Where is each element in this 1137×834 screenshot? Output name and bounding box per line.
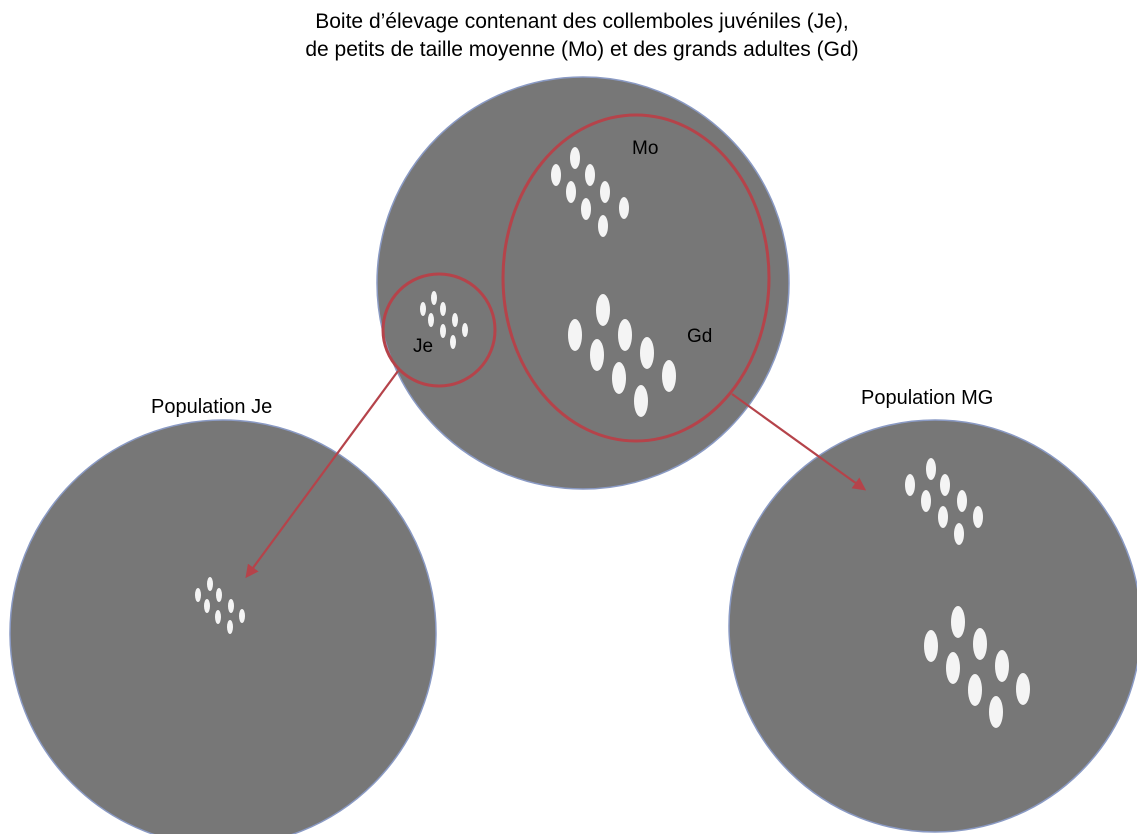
je-label: Je [413,336,433,357]
springtail-mo [940,474,950,496]
springtail-mo [905,474,915,496]
springtail-gd [1016,673,1030,705]
springtail-je [228,599,234,613]
title-line-2: de petits de taille moyenne (Mo) et des … [305,38,858,61]
je-springtail-group [420,291,468,349]
springtail-je [440,324,446,338]
springtail-mo [598,215,608,237]
je-selection-circle [381,272,497,388]
population-je-title: Population Je [151,396,272,418]
springtail-mo [585,164,595,186]
springtail-je [239,609,245,623]
transfer-arrow-mg [731,393,867,491]
springtail-mo [957,490,967,512]
gd-springtail-group [568,294,676,417]
mo-label: Mo [632,138,658,159]
springtail-je [450,335,456,349]
mo-springtail-group [551,147,629,237]
springtail-je [215,610,221,624]
springtail-gd [951,606,965,638]
springtail-gd [596,294,610,326]
population-mg-dish [728,419,1137,833]
springtail-gd [995,650,1009,682]
springtail-gd [924,630,938,662]
springtail-mo [566,181,576,203]
springtail-gd [989,696,1003,728]
springtail-mo [600,181,610,203]
springtail-je [420,302,426,316]
springtail-je [428,313,434,327]
springtail-je [204,599,210,613]
springtail-mo [954,523,964,545]
springtail-je [207,577,213,591]
springtail-gd [946,652,960,684]
springtail-je [431,291,437,305]
springtail-je [452,313,458,327]
springtail-mo [938,506,948,528]
springtail-gd [568,319,582,351]
population-je-springtail-group [195,577,245,634]
gd-label: Gd [687,326,712,347]
springtail-je [227,620,233,634]
springtail-gd [634,385,648,417]
springtail-je [216,588,222,602]
population-mg-gd-springtail-group [924,606,1030,728]
springtail-mo [921,490,931,512]
population-mg-title: Population MG [861,387,993,409]
springtail-mo [581,198,591,220]
rearing-box-dish [376,76,790,490]
springtail-gd [640,337,654,369]
population-je-dish [9,419,437,834]
title-line-1: Boite d’élevage contenant des collembole… [315,10,848,33]
springtail-gd [662,360,676,392]
springtail-gd [618,319,632,351]
mo-gd-selection-ellipse [501,113,771,443]
population-mg-mo-springtail-group [905,458,983,545]
transfer-arrow-je [245,370,399,579]
springtail-mo [551,164,561,186]
springtail-mo [926,458,936,480]
springtail-je [195,588,201,602]
springtail-mo [973,506,983,528]
springtail-je [462,323,468,337]
springtail-gd [590,339,604,371]
springtail-gd [968,674,982,706]
springtail-gd [973,628,987,660]
springtail-je [440,302,446,316]
springtail-mo [619,197,629,219]
springtail-gd [612,362,626,394]
springtail-mo [570,147,580,169]
